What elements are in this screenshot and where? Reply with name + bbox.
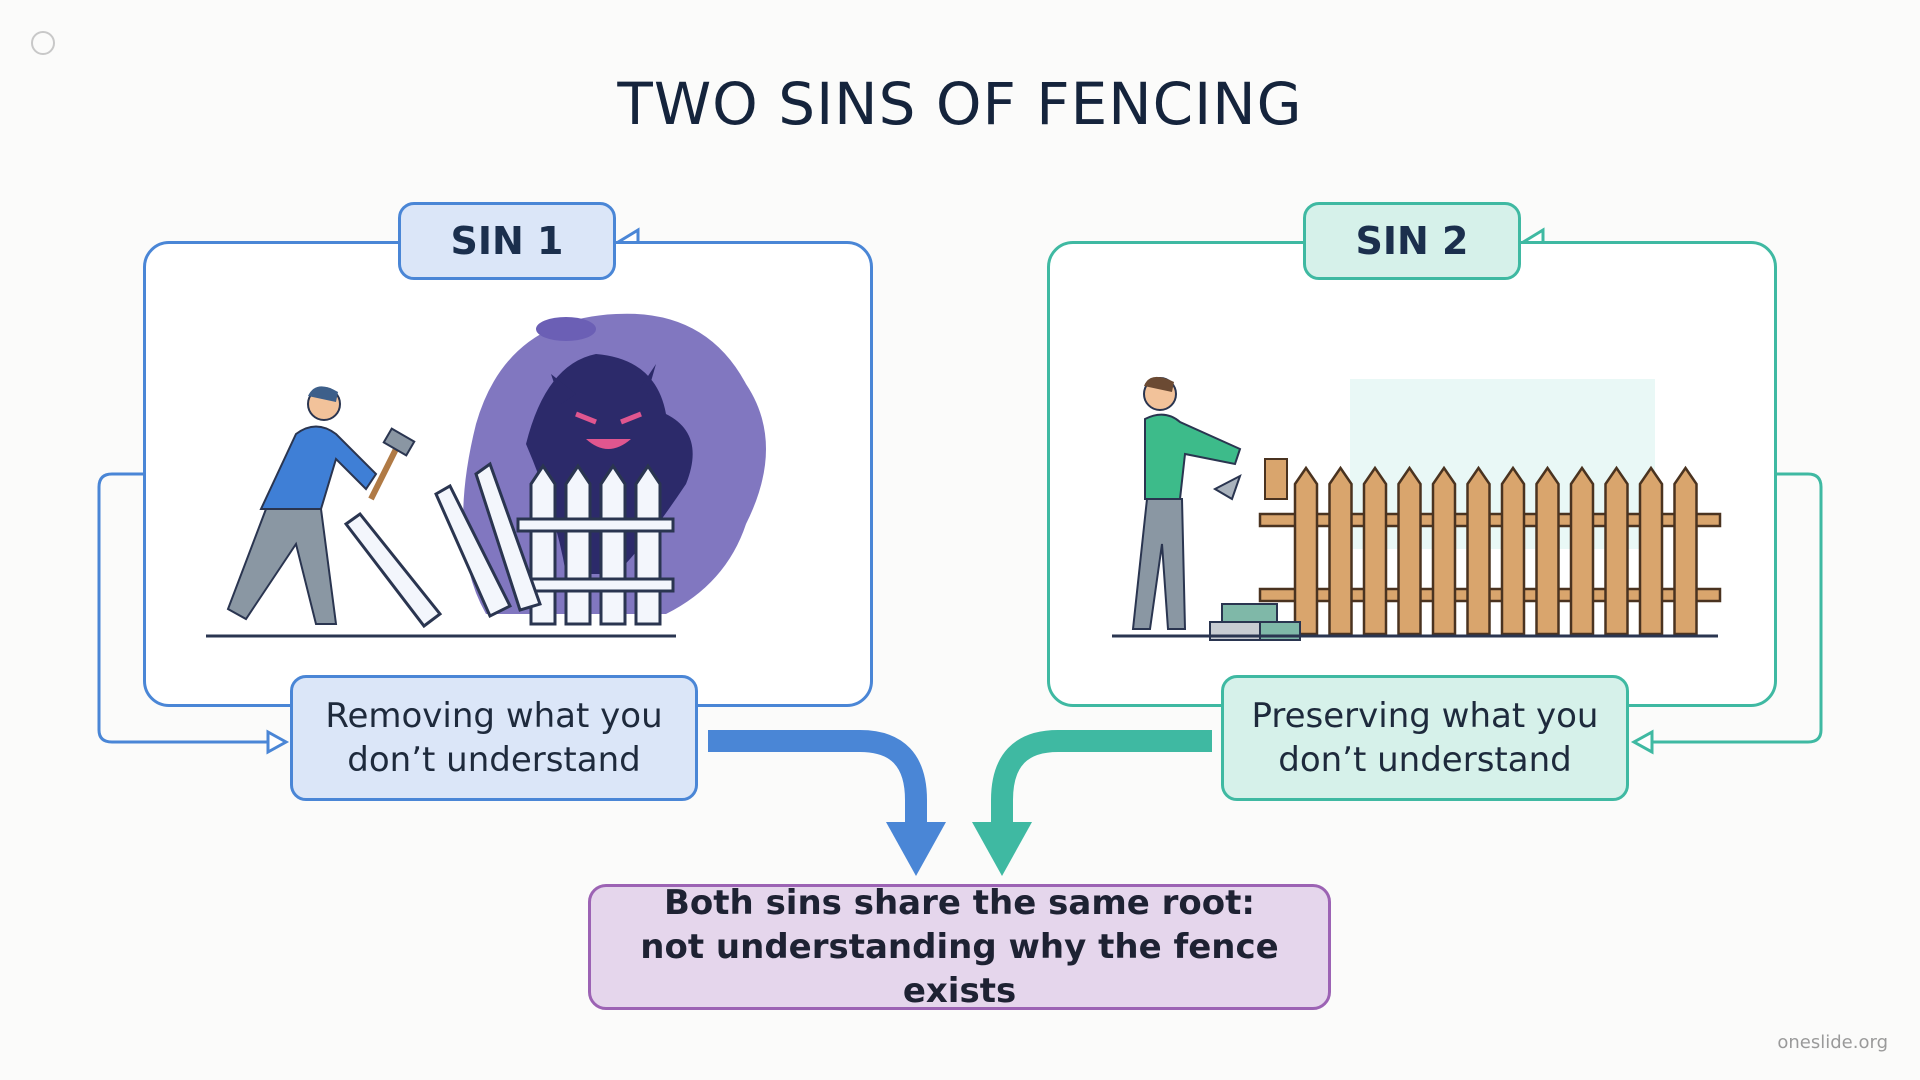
sin1-caption-line1: Removing what you xyxy=(325,696,663,736)
sin1-caption-line2: don’t understand xyxy=(347,740,641,780)
sin1-loop-line xyxy=(97,472,280,744)
fence-picket xyxy=(1638,465,1664,636)
wooden-fence-image xyxy=(1258,465,1722,636)
fence-picket xyxy=(1673,465,1698,636)
sin1-illustration xyxy=(206,313,766,638)
root-line1: Both sins share the same root: xyxy=(664,883,1255,923)
fence-picket xyxy=(1362,465,1388,636)
fence-picket xyxy=(1466,465,1491,636)
watermark: oneslide.org xyxy=(1777,1032,1888,1053)
broken-fence-image xyxy=(343,461,675,629)
fence-picket xyxy=(1569,465,1595,636)
sin2-caption-line2: don’t understand xyxy=(1278,740,1572,780)
fence-picket xyxy=(1604,465,1629,636)
fence-picket xyxy=(1293,465,1319,636)
fence-picket xyxy=(1328,465,1353,636)
page-title: TWO SINS OF FENCING xyxy=(617,70,1303,138)
sin1-loop-arrowhead xyxy=(266,729,290,755)
sin2-panel xyxy=(1047,241,1777,707)
man-with-hammer-image xyxy=(226,386,416,625)
sin2-badge: SIN 2 xyxy=(1303,202,1521,280)
sin2-to-root-arrow xyxy=(991,730,1212,830)
sin2-loop-arrowhead xyxy=(1630,729,1654,755)
sin1-panel xyxy=(143,241,873,707)
sin1-badge: SIN 1 xyxy=(398,202,616,280)
sin2-loop-line xyxy=(1640,472,1823,744)
sin2-to-root-arrowhead xyxy=(972,822,1032,876)
sin1-to-root-arrowhead xyxy=(886,822,946,876)
shared-root-box: Both sins share the same root:not unders… xyxy=(588,883,1331,1011)
sin2-caption-line1: Preserving what you xyxy=(1251,696,1599,736)
fence-picket xyxy=(1397,465,1422,636)
man-building-fence-image xyxy=(1131,376,1288,630)
fence-picket xyxy=(1500,465,1526,636)
fence-picket xyxy=(1535,465,1560,636)
sin1-to-root-arrow xyxy=(708,730,927,830)
fence-picket xyxy=(1431,465,1457,636)
slide-indicator-circle xyxy=(31,31,55,55)
sin2-illustration xyxy=(1112,376,1722,641)
root-line2: not understanding why the fence exists xyxy=(640,927,1279,1011)
